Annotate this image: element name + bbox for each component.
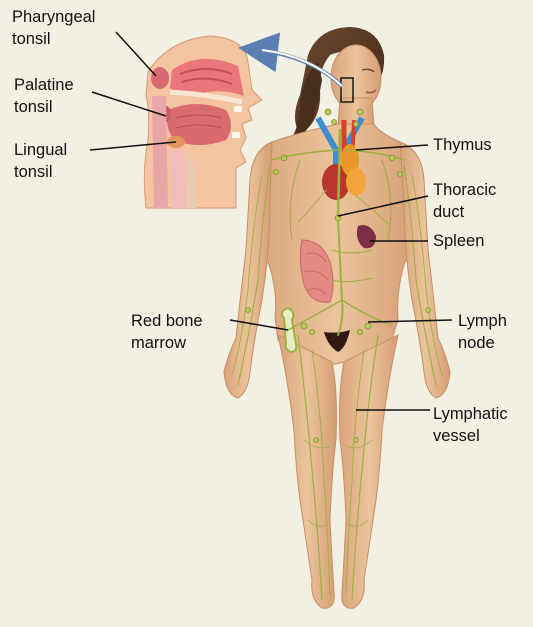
inset-arrow-highlight	[262, 50, 342, 86]
label-lymphatic-vessel: Lymphatic vessel	[433, 403, 508, 447]
label-red-bone-marrow: Red bone marrow	[131, 310, 203, 354]
label-lymph-node: Lymph node	[458, 310, 507, 354]
label-thymus: Thymus	[433, 134, 492, 156]
label-pharyngeal-tonsil: Pharyngeal tonsil	[12, 6, 95, 50]
label-thoracic-duct: Thoracic duct	[433, 179, 496, 223]
label-lingual-tonsil: Lingual tonsil	[14, 139, 67, 183]
head-cross-section-inset	[144, 36, 262, 208]
body-silhouette	[224, 45, 450, 608]
label-spleen: Spleen	[433, 230, 484, 252]
label-palatine-tonsil: Palatine tonsil	[14, 74, 74, 118]
